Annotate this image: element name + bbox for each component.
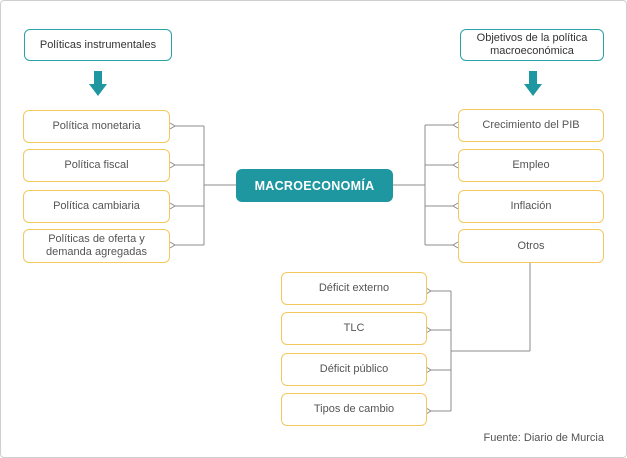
node-label: Política monetaria xyxy=(52,120,141,132)
node-deficit-publico: Déficit público xyxy=(281,353,427,386)
node-politica-monetaria: Política monetaria xyxy=(23,110,170,143)
node-empleo: Empleo xyxy=(458,149,604,182)
node-label: Crecimiento del PIB xyxy=(482,119,580,131)
node-label: Déficit público xyxy=(319,363,389,375)
node-label: Inflación xyxy=(510,200,552,212)
node-label: Empleo xyxy=(512,159,550,171)
central-node-macroeconomia: MACROECONOMÍA xyxy=(236,169,393,202)
node-otros: Otros xyxy=(458,229,604,263)
down-arrow-icon-left xyxy=(89,71,107,96)
node-label: Déficit externo xyxy=(318,282,390,294)
header-label: Políticas instrumentales xyxy=(39,38,157,51)
node-label: Política fiscal xyxy=(64,159,129,171)
header-objetivos: Objetivos de la política macroeconómica xyxy=(460,29,604,61)
node-tlc: TLC xyxy=(281,312,427,345)
node-label: TLC xyxy=(343,322,365,334)
down-arrow-icon-right xyxy=(524,71,542,96)
header-politicas-instrumentales: Políticas instrumentales xyxy=(24,29,172,61)
central-label: MACROECONOMÍA xyxy=(254,178,375,193)
node-tipos-de-cambio: Tipos de cambio xyxy=(281,393,427,426)
node-label: Tipos de cambio xyxy=(313,403,395,415)
node-politica-fiscal: Política fiscal xyxy=(23,149,170,182)
node-politicas-oferta-demanda: Políticas de oferta y demanda agregadas xyxy=(23,229,170,263)
node-label: Otros xyxy=(517,239,545,252)
node-label: Política cambiaria xyxy=(53,200,140,212)
node-crecimiento-pib: Crecimiento del PIB xyxy=(458,109,604,142)
node-inflacion: Inflación xyxy=(458,190,604,223)
header-label: Objetivos de la política macroeconómica xyxy=(476,32,588,57)
node-label: Políticas de oferta y demanda agregadas xyxy=(46,233,147,258)
node-deficit-externo: Déficit externo xyxy=(281,272,427,305)
source-caption: Fuente: Diario de Murcia xyxy=(483,432,604,444)
node-politica-cambiaria: Política cambiaria xyxy=(23,190,170,223)
